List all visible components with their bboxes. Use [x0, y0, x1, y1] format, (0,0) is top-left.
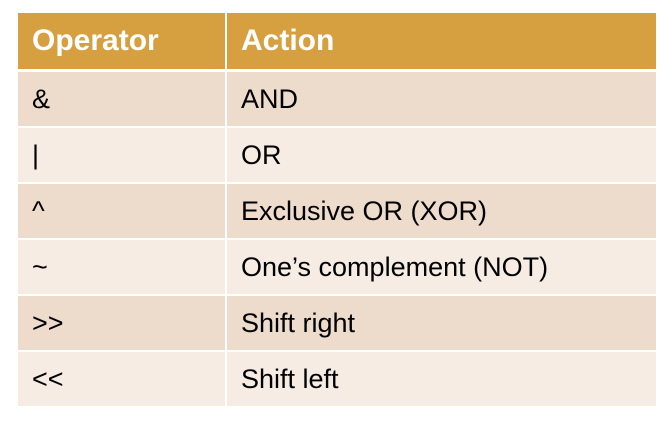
operator-table-container: Operator Action & AND | OR ^ Exclusive O…: [18, 13, 656, 408]
operator-cell: >>: [18, 295, 227, 352]
table-row: & AND: [18, 70, 656, 128]
action-cell: AND: [226, 70, 656, 128]
column-header-action: Action: [226, 13, 656, 72]
action-cell: Exclusive OR (XOR): [226, 183, 656, 240]
table-row: >> Shift right: [18, 295, 656, 352]
operator-cell: &: [18, 70, 227, 128]
operator-cell: |: [18, 127, 227, 184]
table-row: << Shift left: [18, 351, 656, 408]
table-row: ~ One’s complement (NOT): [18, 239, 656, 296]
table-row: ^ Exclusive OR (XOR): [18, 183, 656, 240]
action-cell: OR: [226, 127, 656, 184]
action-cell: One’s complement (NOT): [226, 239, 656, 296]
action-cell: Shift right: [226, 295, 656, 352]
operator-cell: ~: [18, 239, 227, 296]
operator-table: Operator Action & AND | OR ^ Exclusive O…: [18, 13, 656, 408]
operator-cell: <<: [18, 351, 227, 408]
action-cell: Shift left: [226, 351, 656, 408]
table-row: | OR: [18, 127, 656, 184]
table-header-row: Operator Action: [18, 13, 656, 72]
column-header-operator: Operator: [18, 13, 227, 72]
operator-cell: ^: [18, 183, 227, 240]
